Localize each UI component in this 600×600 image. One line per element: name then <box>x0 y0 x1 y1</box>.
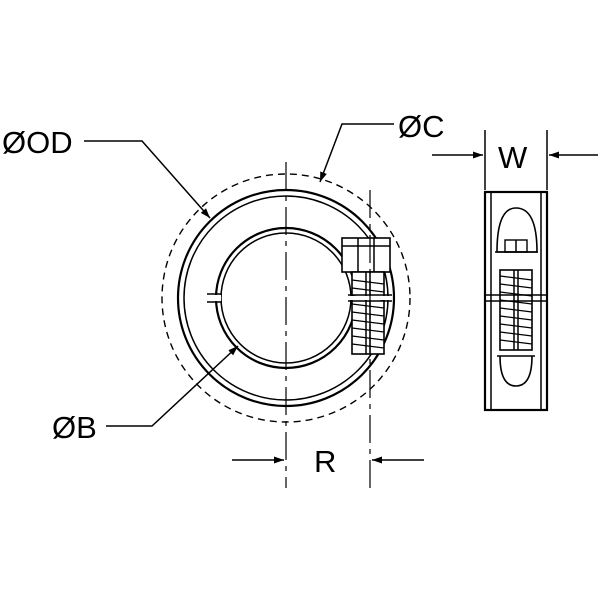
lower-counterbore <box>499 355 533 387</box>
b-leader <box>106 345 239 427</box>
od-leader <box>84 140 211 219</box>
b-label: ØB <box>52 410 97 445</box>
width-dimension <box>432 130 598 190</box>
od-label: ØOD <box>2 125 73 160</box>
w-label: W <box>498 140 528 175</box>
side-view <box>432 130 598 412</box>
front-view <box>84 123 424 488</box>
c-label: ØC <box>398 109 445 144</box>
split-gap <box>207 293 222 303</box>
r-label: R <box>314 444 336 479</box>
c-leader <box>319 123 394 183</box>
cap-screw <box>341 237 392 355</box>
